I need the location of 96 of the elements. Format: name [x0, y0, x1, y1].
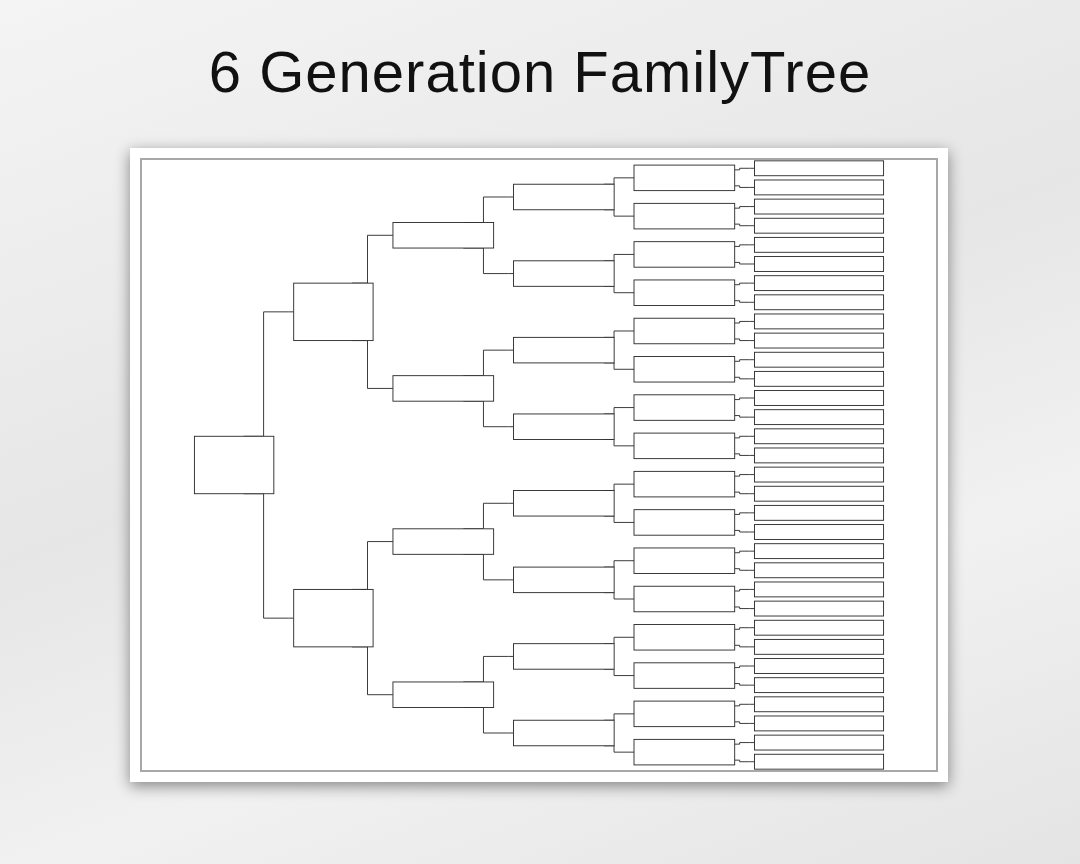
- node-box: [754, 370, 885, 387]
- connector: [734, 721, 755, 724]
- title: 6 Generation FamilyTree: [207, 40, 873, 104]
- connector: [734, 338, 755, 342]
- node-box: [513, 719, 615, 747]
- node-box: [754, 313, 885, 330]
- node-box: [754, 466, 885, 483]
- node-box: [754, 256, 885, 272]
- connector: [734, 588, 755, 592]
- node-box: [754, 409, 885, 426]
- connector: [734, 282, 755, 286]
- connector: [734, 376, 755, 380]
- node-box: [633, 624, 736, 651]
- node-box: [633, 356, 736, 383]
- node-box: [633, 470, 736, 498]
- connector: [734, 512, 755, 515]
- connector: [734, 261, 755, 265]
- node-box: [754, 447, 885, 464]
- node-box: [754, 275, 885, 292]
- node-box: [754, 524, 885, 540]
- connector: [734, 474, 755, 477]
- connector: [734, 206, 755, 209]
- connector: [734, 703, 755, 707]
- node-box: [392, 528, 495, 555]
- connector: [734, 491, 755, 495]
- connector: [734, 223, 755, 227]
- node-box: [754, 619, 885, 636]
- node-box: [754, 734, 885, 751]
- node-box: [633, 279, 736, 306]
- node-box: [754, 562, 885, 579]
- node-box: [513, 566, 615, 594]
- node-box: [754, 504, 885, 521]
- node-box: [754, 715, 885, 732]
- node-box: [754, 351, 885, 368]
- node-box: [754, 753, 885, 770]
- node-box: [513, 260, 615, 287]
- node-box: [392, 222, 495, 249]
- node-box: [193, 435, 275, 495]
- node-box: [633, 585, 736, 613]
- node-box: [633, 738, 736, 766]
- node-box: [633, 394, 736, 421]
- node-box: [513, 490, 615, 517]
- node-box: [754, 332, 885, 349]
- connector: [734, 435, 755, 439]
- node-box: [392, 375, 495, 402]
- connector: [734, 550, 755, 554]
- connector: [734, 568, 755, 571]
- node-box: [633, 164, 736, 192]
- node-box: [754, 236, 885, 253]
- node-box: [754, 658, 885, 674]
- node-box: [633, 241, 736, 268]
- node-box: [754, 217, 885, 234]
- node-box: [513, 183, 615, 211]
- node-box: [513, 336, 615, 364]
- node-box: [513, 413, 615, 440]
- node-box: [754, 677, 885, 694]
- node-box: [633, 700, 736, 728]
- connector: [734, 397, 755, 401]
- connector: [734, 683, 755, 686]
- node-box: [754, 294, 885, 311]
- node-box: [513, 643, 615, 670]
- connector: [734, 644, 755, 648]
- connector: [734, 529, 755, 533]
- connector: [734, 606, 755, 610]
- node-box: [754, 428, 885, 445]
- node-box: [293, 588, 374, 648]
- node-box: [633, 432, 736, 460]
- node-box: [754, 543, 885, 560]
- connector: [734, 453, 755, 456]
- node-box: [754, 485, 885, 502]
- connector: [734, 300, 755, 303]
- connector: [734, 320, 755, 324]
- node-box: [633, 509, 736, 536]
- node-box: [392, 681, 495, 708]
- connector: [734, 415, 755, 418]
- node-box: [754, 390, 885, 406]
- connector: [734, 759, 755, 763]
- node-box: [754, 638, 885, 655]
- node-box: [293, 282, 374, 342]
- node-box: [754, 160, 885, 177]
- node-box: [633, 202, 736, 230]
- connector: [734, 185, 755, 188]
- connector: [734, 742, 755, 745]
- node-box: [633, 547, 736, 574]
- node-box: [633, 662, 736, 689]
- connector: [734, 627, 755, 630]
- connector: [734, 359, 755, 362]
- connector: [734, 665, 755, 669]
- connector: [734, 244, 755, 247]
- node-box: [754, 581, 885, 598]
- node-box: [633, 317, 736, 345]
- node-box: [754, 696, 885, 713]
- node-box: [754, 600, 885, 617]
- node-box: [754, 198, 885, 215]
- connector: [734, 167, 755, 171]
- node-box: [754, 179, 885, 196]
